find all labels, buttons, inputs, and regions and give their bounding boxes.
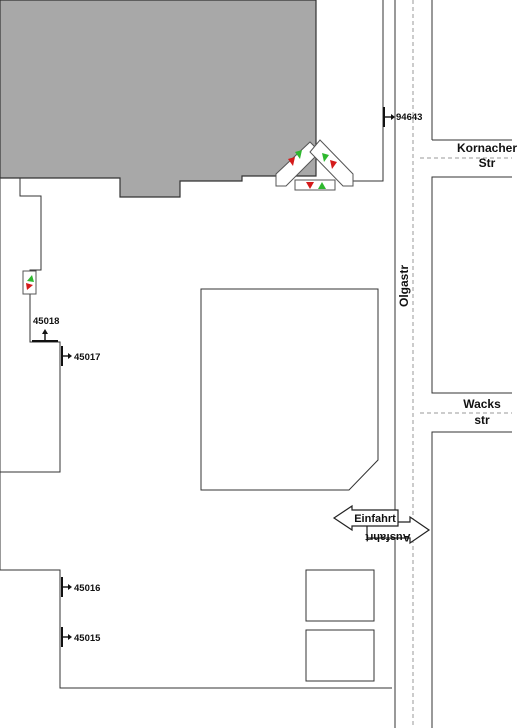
signal-green-triangle — [318, 182, 326, 189]
parking-box-upper — [305, 569, 375, 622]
signal-green-triangle — [27, 275, 34, 282]
parking-area — [200, 288, 379, 491]
wacks-str-label-line2: str — [474, 413, 490, 427]
signal-green-triangle — [322, 153, 329, 162]
marker-45016[interactable] — [61, 577, 72, 597]
einfahrt-label: Einfahrt — [354, 513, 396, 525]
wacks-str-label-line1: Wacks — [463, 397, 501, 411]
signal-red-triangle — [288, 157, 295, 166]
property-outline-left — [0, 178, 61, 473]
marker-45016-label: 45016 — [74, 583, 100, 594]
kornacher-str-label-line1: Kornacher — [457, 141, 517, 155]
marker-94643[interactable] — [383, 107, 395, 127]
ausfahrt-label: Ausfahrt — [365, 531, 411, 543]
parking-box-lower — [305, 629, 375, 682]
building — [0, 0, 317, 198]
signal-sign-group — [275, 139, 354, 191]
signal-red-triangle — [26, 283, 33, 290]
signal-green-triangle — [295, 150, 302, 159]
property-outline-upper-right — [352, 0, 384, 182]
block-south-east — [431, 431, 512, 728]
signal-sign-box — [22, 270, 37, 295]
marker-45017[interactable] — [61, 346, 72, 366]
marker-94643-label: 94643 — [396, 112, 422, 123]
marker-45018-label: 45018 — [33, 316, 59, 327]
marker-45015[interactable] — [61, 627, 72, 647]
marker-45015-label: 45015 — [74, 633, 101, 644]
einfahrt-arrow[interactable] — [332, 504, 399, 532]
block-middle-east — [431, 176, 512, 394]
kornacher-str-label-line2: Str — [479, 156, 496, 170]
marker-45018[interactable] — [32, 329, 58, 342]
signal-sign-left — [22, 270, 37, 295]
signal-sign-left-panel — [275, 141, 321, 187]
olgastr-label: Olgastr — [397, 265, 411, 307]
signal-red-triangle — [330, 160, 337, 169]
marker-45017-label: 45017 — [74, 352, 100, 363]
signal-red-triangle — [306, 182, 314, 189]
signal-sign-bottom-panel — [294, 179, 336, 191]
